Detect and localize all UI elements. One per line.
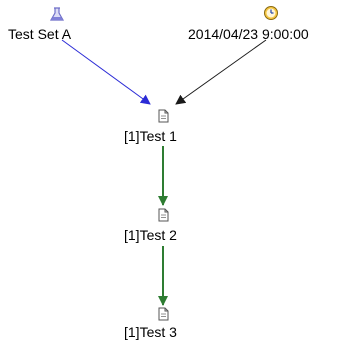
flask-icon[interactable]: [49, 7, 65, 21]
edge-schedule-to-test1: [175, 39, 267, 105]
document-icon[interactable]: [158, 307, 169, 321]
document-icon[interactable]: [158, 208, 169, 222]
schedule-label[interactable]: 2014/04/23 9:00:00: [188, 26, 309, 42]
edge-testset-to-test1: [61, 39, 151, 105]
test3-label[interactable]: [1]Test 3: [124, 324, 177, 340]
clock-icon[interactable]: [264, 6, 278, 20]
test2-label[interactable]: [1]Test 2: [124, 227, 177, 243]
test-set-label[interactable]: Test Set A: [8, 26, 72, 42]
test1-label[interactable]: [1]Test 1: [124, 128, 177, 144]
document-icon[interactable]: [158, 109, 169, 123]
